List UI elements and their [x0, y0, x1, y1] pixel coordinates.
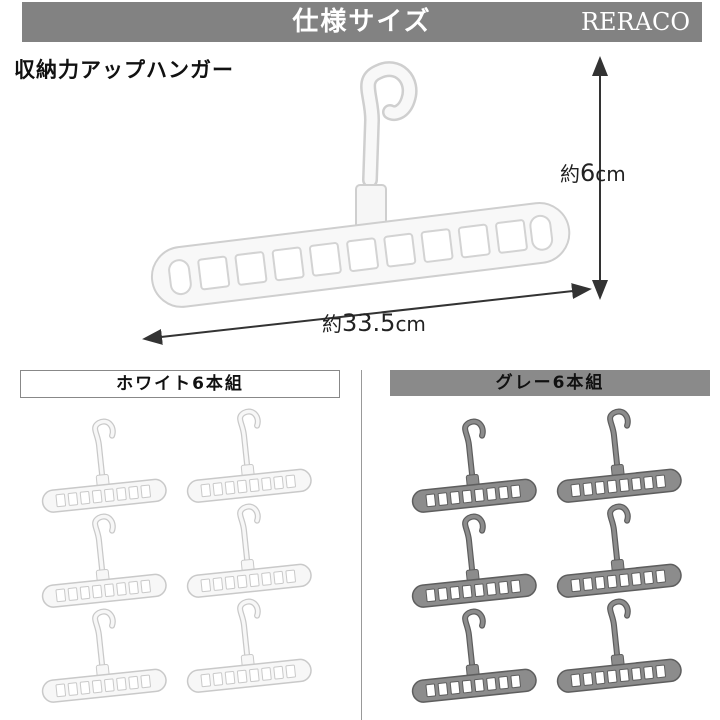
- hanger-thumbnail: [186, 598, 312, 693]
- height-unit: cm: [595, 162, 626, 186]
- variant-label-white: ホワイト6本組: [20, 370, 340, 398]
- width-value: 33.5: [342, 309, 396, 337]
- hanger-hole: [495, 219, 528, 254]
- hanger-hole: [234, 251, 268, 286]
- hanger-thumbnail: [556, 503, 682, 598]
- product-name: 収納力アップハンガー: [14, 58, 234, 82]
- hanger-hole: [197, 255, 231, 291]
- hanger-hole: [383, 232, 417, 268]
- height-value: 6: [580, 159, 596, 187]
- hanger-hole: [271, 246, 305, 282]
- hanger-thumbnail: [41, 418, 167, 513]
- hanger-thumbnail: [411, 608, 537, 703]
- hanger-thumbnail: [411, 418, 537, 513]
- hanger-thumbnail: [556, 408, 682, 503]
- main-hanger-holes: [197, 219, 528, 291]
- hanger-hole: [420, 228, 454, 263]
- hanger-hole: [346, 237, 379, 272]
- hanger-thumbnail: [411, 513, 537, 608]
- gray-hanger-set-image: [411, 408, 682, 703]
- hanger-thumbnail: [186, 408, 312, 503]
- hanger-hole: [308, 242, 342, 277]
- main-hanger-image: [142, 56, 608, 345]
- variant-label-gray: グレー6本組: [390, 370, 710, 396]
- hanger-thumbnail: [41, 608, 167, 703]
- width-unit: cm: [395, 312, 426, 336]
- white-hanger-set-image: [41, 408, 312, 703]
- brand-logo: RERACO: [580, 8, 690, 36]
- header-bar: 仕様サイズ RERACO: [22, 2, 702, 42]
- width-dimension-label: 約33.5cm: [322, 308, 426, 337]
- width-prefix: 約: [322, 312, 342, 336]
- hanger-thumbnail: [41, 513, 167, 608]
- page-title: 仕様サイズ: [292, 7, 432, 37]
- section-divider: [361, 370, 362, 720]
- height-prefix: 約: [560, 162, 580, 186]
- height-dimension-label: 約6cm: [560, 158, 626, 187]
- hanger-thumbnail: [556, 598, 682, 693]
- hanger-hole: [457, 223, 491, 259]
- hanger-thumbnail: [186, 503, 312, 598]
